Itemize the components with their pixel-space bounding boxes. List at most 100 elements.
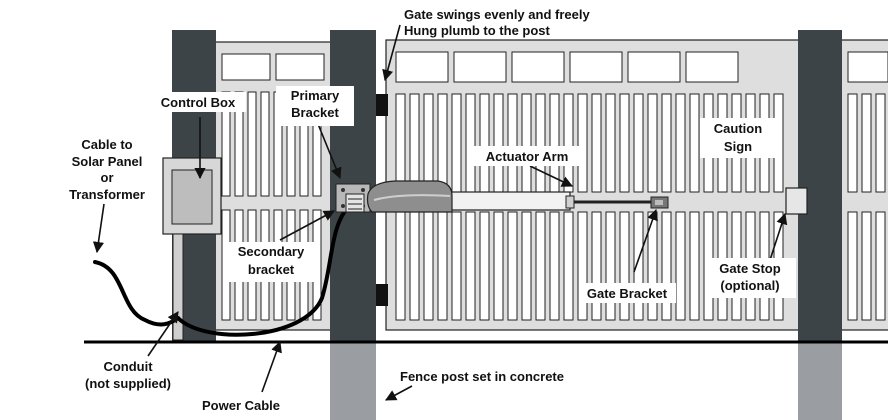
label-cable-3: or xyxy=(101,170,114,185)
fence-picket xyxy=(847,211,858,321)
label-secondary-bracket-1: Secondary xyxy=(238,244,305,259)
fence-picket xyxy=(647,93,658,193)
label-gate-swings-1: Gate swings evenly and freely xyxy=(404,7,590,22)
arrow-actuator-arm xyxy=(529,165,574,187)
label-conduit-2: (not supplied) xyxy=(85,376,171,391)
label-actuator-arm: Actuator Arm xyxy=(486,149,569,164)
secondary-bracket xyxy=(345,193,365,213)
fence-picket xyxy=(275,53,325,81)
fence-picket xyxy=(451,93,462,193)
fence-picket xyxy=(605,211,616,321)
arrow-gate-swings xyxy=(382,24,401,82)
fence-picket xyxy=(535,211,546,321)
label-cable-2: Solar Panel xyxy=(72,154,143,169)
callout-arrows xyxy=(92,24,788,401)
fence-picket xyxy=(247,91,257,197)
fence-picket xyxy=(675,211,686,321)
label-gate-stop-2: (optional) xyxy=(720,278,779,293)
fence-picket xyxy=(479,211,490,321)
fence-picket xyxy=(661,93,672,193)
fence-picket xyxy=(689,211,700,321)
fence-picket xyxy=(437,93,448,193)
arrow-conduit xyxy=(147,311,179,357)
gate-stop xyxy=(785,187,808,215)
upper-hinge xyxy=(376,94,388,116)
fence-picket xyxy=(451,211,462,321)
power-cable xyxy=(176,203,352,337)
fence-picket xyxy=(619,211,630,321)
fence-picket xyxy=(507,93,518,193)
arrow-gate-bracket xyxy=(633,208,658,273)
fence-picket xyxy=(689,93,700,193)
label-gate-stop-1: Gate Stop xyxy=(719,261,780,276)
fence-picket xyxy=(577,211,588,321)
fence-picket xyxy=(591,211,602,321)
fence-picket xyxy=(493,211,504,321)
fence-panel-left xyxy=(213,41,333,331)
label-caution-sign-2: Sign xyxy=(724,139,752,154)
fence-picket xyxy=(507,211,518,321)
fence-picket xyxy=(395,51,449,83)
gate-bracket xyxy=(650,196,669,209)
fence-picket xyxy=(511,51,565,83)
fence-picket xyxy=(563,93,574,193)
fence-post-gate-stop xyxy=(798,30,842,420)
fence-picket xyxy=(395,211,406,321)
fence-picket xyxy=(847,93,858,193)
arrow-cable xyxy=(92,203,105,254)
fence-picket xyxy=(549,211,560,321)
fence-picket xyxy=(875,93,886,193)
label-primary-bracket-2: Bracket xyxy=(291,105,339,120)
fence-picket xyxy=(493,93,504,193)
fence-picket xyxy=(661,211,672,321)
arrow-primary-bracket xyxy=(317,123,342,180)
label-power-cable: Power Cable xyxy=(202,398,280,413)
fence-picket xyxy=(591,93,602,193)
label-conduit-1: Conduit xyxy=(103,359,153,374)
fence-picket xyxy=(875,211,886,321)
fence-picket xyxy=(260,91,270,197)
fence-picket xyxy=(465,211,476,321)
fence-picket xyxy=(409,211,420,321)
label-gate-bracket: Gate Bracket xyxy=(587,286,668,301)
actuator-arm xyxy=(366,180,654,213)
fence-picket xyxy=(633,211,644,321)
fence-picket xyxy=(605,93,616,193)
conduit xyxy=(172,233,184,341)
label-fence-post: Fence post set in concrete xyxy=(400,369,564,384)
fence-picket xyxy=(861,211,872,321)
fence-picket xyxy=(563,211,574,321)
fence-picket xyxy=(569,51,623,83)
label-cable-4: Transformer xyxy=(69,187,145,202)
fence-picket xyxy=(627,51,681,83)
label-gate-swings-2: Hung plumb to the post xyxy=(404,23,551,38)
label-primary-bracket-1: Primary xyxy=(291,88,340,103)
arrow-power-cable xyxy=(261,340,282,393)
arrow-gate-stop xyxy=(769,212,788,261)
fence-picket xyxy=(577,93,588,193)
fence-picket xyxy=(409,93,420,193)
fence-picket xyxy=(675,93,686,193)
fence-picket xyxy=(535,93,546,193)
label-control-box: Control Box xyxy=(161,95,236,110)
fence-picket xyxy=(521,93,532,193)
lower-hinge xyxy=(376,284,388,306)
arrow-secondary-bracket xyxy=(279,210,335,241)
fence-picket xyxy=(847,51,888,83)
fence-picket xyxy=(423,93,434,193)
fence-picket xyxy=(465,93,476,193)
fence-picket xyxy=(685,51,739,83)
fence-picket xyxy=(423,211,434,321)
solar-cable xyxy=(93,260,180,327)
arrow-fence-post xyxy=(385,385,413,401)
fence-picket xyxy=(437,211,448,321)
label-caution-sign-1: Caution xyxy=(714,121,762,136)
fence-picket xyxy=(861,93,872,193)
fence-picket xyxy=(395,93,406,193)
fence-panel-right xyxy=(839,39,888,331)
fence-picket xyxy=(453,51,507,83)
control-box xyxy=(162,157,222,235)
fence-picket xyxy=(619,93,630,193)
fence-picket xyxy=(221,53,271,81)
